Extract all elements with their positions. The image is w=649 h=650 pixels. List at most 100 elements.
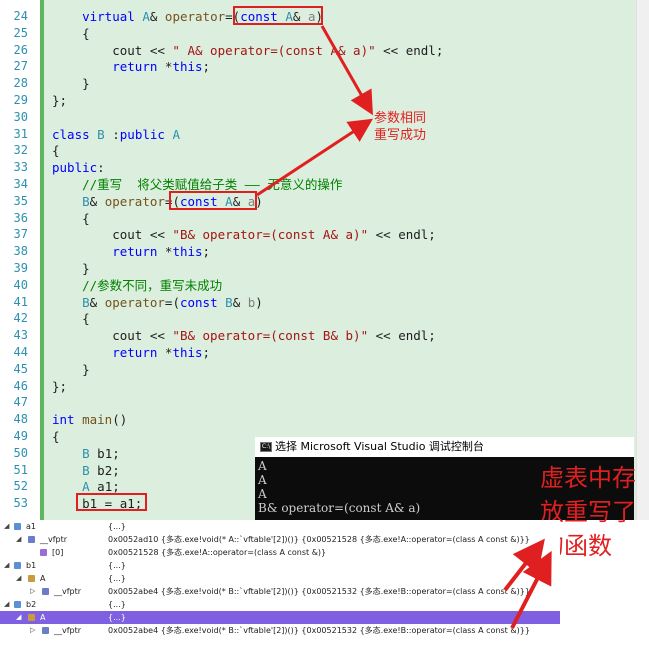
collapse-triangle-icon[interactable]: ◢ — [16, 535, 22, 543]
watch-row-b1-base-a[interactable]: ◢ A {...} — [0, 572, 560, 585]
highlight-box-a-operator — [233, 6, 323, 25]
console-line: A — [258, 487, 267, 501]
code-line[interactable]: B& operator=(const A& a) — [82, 193, 263, 209]
watch-value: 0x00521528 {多态.exe!A::operator=(class A … — [108, 548, 327, 557]
collapse-triangle-icon[interactable]: ◢ — [4, 522, 10, 530]
watch-row-b1-vfptr[interactable]: ▷ __vfptr 0x0052abe4 {多态.exe!void(* B::`… — [0, 585, 560, 598]
code-line[interactable]: b1 = a1; — [52, 496, 143, 512]
console-title-bar[interactable]: C:\ 选择 Microsoft Visual Studio 调试控制台 — [255, 437, 634, 457]
watch-row-a1-vfptr-0[interactable]: [0] 0x00521528 {多态.exe!A::operator=(clas… — [0, 546, 560, 559]
code-line[interactable]: { — [52, 25, 90, 41]
code-line[interactable]: class B :public A — [52, 126, 180, 142]
code-line[interactable]: return *this; — [112, 59, 211, 75]
code-line[interactable]: } — [52, 361, 90, 377]
code-line[interactable]: int main() — [52, 412, 128, 428]
debug-console-window[interactable]: C:\ 选择 Microsoft Visual Studio 调试控制台 A A… — [255, 437, 634, 520]
annotation-param-same: 参数相同 — [374, 111, 427, 126]
base-class-icon — [28, 614, 35, 621]
code-editor[interactable]: 24 virtual A& operator=(const A& a) 25 {2… — [0, 0, 636, 520]
watch-name: __vfptr — [54, 626, 82, 635]
line-number: 41 — [13, 294, 28, 309]
line-number: 27 — [13, 59, 28, 74]
expand-triangle-icon[interactable]: ▷ — [30, 626, 36, 634]
code-line[interactable]: cout << "B& operator=(const B& b)" << en… — [52, 328, 436, 344]
line-number: 36 — [13, 210, 28, 225]
line-number: 39 — [13, 261, 28, 275]
line-number: 33 — [13, 160, 28, 175]
line-number: 47 — [13, 395, 28, 410]
watch-value: {...} — [108, 574, 126, 583]
collapse-triangle-icon[interactable]: ◢ — [16, 613, 22, 621]
code-line[interactable]: B b1; — [82, 445, 120, 461]
watch-window[interactable]: ◢ a1 {...} ◢ __vfptr 0x0052ad10 {多态.exe!… — [0, 520, 560, 650]
collapse-triangle-icon[interactable]: ◢ — [4, 561, 10, 569]
watch-name: __vfptr — [40, 535, 68, 544]
line-number: 30 — [13, 109, 28, 124]
change-indicator-bar — [40, 0, 44, 520]
watch-value: 0x0052abe4 {多态.exe!void(* B::`vftable'[2… — [108, 626, 530, 635]
line-number: 25 — [13, 25, 28, 40]
line-number: 28 — [13, 76, 28, 91]
collapse-triangle-icon[interactable]: ◢ — [4, 600, 10, 608]
code-line[interactable]: public: — [52, 160, 105, 176]
watch-row-b2[interactable]: ◢ b2 {...} — [0, 598, 560, 611]
code-line[interactable]: { — [52, 143, 60, 159]
code-line[interactable]: return *this; — [112, 244, 211, 260]
console-app-icon: C:\ — [260, 442, 272, 452]
pointer-icon — [28, 536, 35, 543]
code-line[interactable]: B b2; — [82, 462, 120, 478]
code-line[interactable]: A a1; — [82, 479, 120, 495]
annotation-override-ok: 重写成功 — [374, 128, 427, 143]
code-line[interactable]: } — [52, 261, 90, 276]
object-icon — [14, 523, 21, 530]
line-number: 46 — [13, 378, 28, 393]
console-line: A — [258, 459, 267, 473]
code-line[interactable]: cout << "B& operator=(const A& a)" << en… — [52, 227, 436, 243]
collapse-triangle-icon[interactable]: ◢ — [16, 574, 22, 582]
editor-scrollbar[interactable] — [636, 0, 649, 520]
code-line[interactable]: } — [52, 76, 90, 92]
code-line[interactable]: cout << " A& operator=(const A& a)" << e… — [52, 42, 444, 58]
line-number: 24 — [13, 9, 28, 23]
line-number: 48 — [13, 412, 28, 427]
line-number: 51 — [13, 462, 28, 477]
code-line[interactable]: }; — [52, 93, 68, 108]
code-line[interactable]: { — [52, 311, 90, 327]
code-line[interactable]: { — [52, 429, 60, 444]
watch-name: A — [40, 613, 46, 622]
watch-row-b2-vfptr[interactable]: ▷ __vfptr 0x0052abe4 {多态.exe!void(* B::`… — [0, 624, 560, 637]
object-icon — [14, 601, 21, 608]
watch-row-a1-vfptr[interactable]: ◢ __vfptr 0x0052ad10 {多态.exe!void(* A::`… — [0, 533, 560, 546]
annotation-vtable-1: 虚表中存 — [540, 464, 636, 492]
expand-triangle-icon[interactable]: ▷ — [30, 587, 36, 595]
code-line[interactable]: { — [52, 210, 90, 226]
line-number: 44 — [13, 345, 28, 359]
code-line[interactable]: //参数不同，重写未成功 — [82, 277, 223, 293]
watch-value: 0x0052ad10 {多态.exe!void(* A::`vftable'[2… — [108, 535, 530, 544]
line-number: 53 — [13, 496, 28, 511]
code-line[interactable]: }; — [52, 378, 68, 394]
line-number: 43 — [13, 328, 28, 343]
watch-value: 0x0052abe4 {多态.exe!void(* B::`vftable'[2… — [108, 587, 530, 596]
code-highlight-band — [40, 0, 636, 520]
watch-row-b2-base-a[interactable]: ◢ A {...} — [0, 611, 560, 624]
watch-name: a1 — [26, 522, 36, 531]
code-line[interactable]: //重写 将父类赋值给子类 —— 无意义的操作 — [82, 177, 343, 192]
console-line: A — [258, 473, 267, 487]
line-number: 40 — [13, 277, 28, 292]
pointer-icon — [42, 627, 49, 634]
line-number: 45 — [13, 361, 28, 376]
watch-name: __vfptr — [54, 587, 82, 596]
pointer-icon — [42, 588, 49, 595]
arrow-b-to-note — [256, 118, 374, 197]
arrow-a-to-note — [320, 25, 373, 116]
function-pointer-icon — [40, 549, 47, 556]
watch-row-a1[interactable]: ◢ a1 {...} — [0, 520, 560, 533]
watch-row-b1[interactable]: ◢ b1 {...} — [0, 559, 560, 572]
line-number: 31 — [13, 126, 28, 141]
line-number: 42 — [13, 311, 28, 326]
code-line[interactable]: B& operator=(const B& b) — [82, 294, 263, 310]
code-line[interactable]: return *this; — [112, 345, 211, 360]
code-line[interactable]: virtual A& operator=(const A& a) — [82, 9, 324, 24]
